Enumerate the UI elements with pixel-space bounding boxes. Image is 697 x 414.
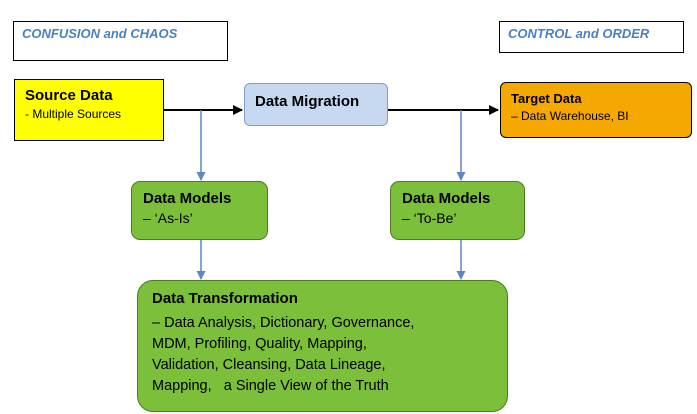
data-migration-title: Data Migration xyxy=(255,93,360,110)
as-is-title: Data Models xyxy=(143,190,232,207)
data-transformation-node: Data Transformation – Data Analysis, Dic… xyxy=(137,280,508,412)
transformation-line: MDM, Profiling, Quality, Mapping, xyxy=(152,336,367,352)
transformation-line: Mapping, a Single View of the Truth xyxy=(152,378,389,394)
control-order-text: CONTROL and ORDER xyxy=(508,26,650,41)
source-data-subtitle: - Multiple Sources xyxy=(25,107,122,121)
transformation-line: – Data Analysis, Dictionary, Governance, xyxy=(152,315,415,331)
to-be-subtitle: – ‘To-Be’ xyxy=(402,210,457,226)
as-is-subtitle: – ‘As-Is’ xyxy=(143,210,193,226)
data-migration-node: Data Migration xyxy=(244,83,388,126)
to-be-title: Data Models xyxy=(402,190,491,207)
target-data-node: Target Data – Data Warehouse, BI xyxy=(500,82,692,138)
data-models-as-is-node: Data Models – ‘As-Is’ xyxy=(131,181,268,240)
transformation-title: Data Transformation xyxy=(152,290,298,307)
target-data-subtitle: – Data Warehouse, BI xyxy=(511,109,629,123)
source-data-node: Source Data - Multiple Sources xyxy=(14,79,164,141)
transformation-line: Validation, Cleansing, Data Lineage, xyxy=(152,357,386,373)
confusion-chaos-label: CONFUSION and CHAOS xyxy=(13,21,228,61)
target-data-title: Target Data xyxy=(511,91,582,106)
confusion-chaos-text: CONFUSION and CHAOS xyxy=(22,26,178,41)
control-order-label: CONTROL and ORDER xyxy=(499,21,684,53)
data-models-to-be-node: Data Models – ‘To-Be’ xyxy=(390,181,525,240)
source-data-title: Source Data xyxy=(25,87,113,104)
